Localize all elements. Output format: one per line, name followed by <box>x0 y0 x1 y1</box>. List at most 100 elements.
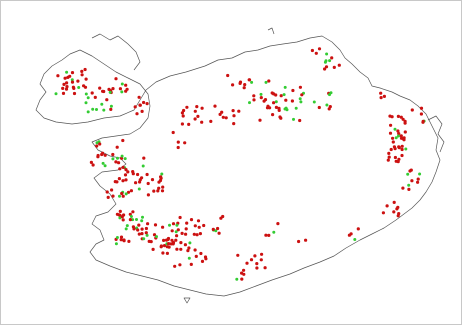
red-point <box>197 225 201 229</box>
red-point <box>386 158 390 162</box>
red-point <box>317 47 322 51</box>
red-point <box>109 107 113 111</box>
red-point <box>178 263 182 267</box>
green-point <box>95 108 98 111</box>
red-point <box>193 109 197 113</box>
red-point <box>136 172 140 177</box>
red-point <box>298 85 302 89</box>
red-point <box>151 247 155 251</box>
red-point <box>124 83 128 87</box>
green-point <box>274 100 278 104</box>
red-point <box>105 190 109 194</box>
red-point <box>137 95 141 99</box>
green-point <box>353 238 357 241</box>
red-point <box>183 243 187 247</box>
red-point <box>70 80 75 84</box>
red-point <box>72 91 77 96</box>
red-point <box>232 114 236 118</box>
red-point <box>61 91 66 95</box>
green-point <box>86 110 90 114</box>
red-point <box>132 227 136 231</box>
red-point <box>389 147 393 152</box>
red-point <box>147 239 151 243</box>
red-point <box>162 238 166 242</box>
red-point <box>126 170 130 174</box>
red-point <box>349 232 353 236</box>
red-point <box>252 94 256 98</box>
red-point <box>401 186 405 190</box>
red-point <box>291 88 295 93</box>
red-point <box>356 227 360 231</box>
red-point <box>121 194 125 198</box>
red-point <box>253 254 257 258</box>
red-point <box>259 258 263 262</box>
red-point <box>416 177 420 181</box>
red-point <box>243 83 247 87</box>
red-point <box>259 96 263 100</box>
red-point <box>61 86 65 90</box>
red-point <box>167 242 171 246</box>
red-point <box>277 108 281 112</box>
green-point <box>282 93 286 97</box>
red-point <box>263 266 267 270</box>
red-point <box>150 178 155 182</box>
red-point <box>272 101 276 105</box>
green-point <box>272 230 276 234</box>
red-point <box>290 99 294 103</box>
red-point <box>298 118 302 123</box>
red-point <box>119 235 124 239</box>
green-point <box>65 70 69 74</box>
red-point <box>392 210 396 214</box>
red-point <box>169 242 173 246</box>
red-point <box>101 89 105 93</box>
red-point <box>221 115 225 119</box>
green-point <box>77 86 81 89</box>
green-point <box>214 229 218 233</box>
red-point <box>184 227 188 231</box>
red-point <box>182 108 186 113</box>
red-point <box>185 221 189 225</box>
red-point <box>195 233 199 237</box>
red-point <box>153 223 158 227</box>
red-point <box>185 105 189 109</box>
green-point <box>155 235 158 239</box>
green-point <box>294 106 298 110</box>
coastline <box>35 35 441 297</box>
red-point <box>180 111 184 115</box>
green-point <box>118 216 122 220</box>
red-point <box>402 138 406 142</box>
green-point <box>284 106 288 110</box>
green-point <box>248 101 251 105</box>
red-point <box>138 180 142 184</box>
red-point <box>186 249 190 253</box>
green-point <box>135 218 138 221</box>
red-point <box>408 169 412 173</box>
red-point <box>171 222 176 226</box>
red-point <box>142 156 146 160</box>
red-point <box>105 98 109 102</box>
red-point <box>242 86 246 90</box>
red-point <box>381 211 385 215</box>
red-point <box>200 106 204 110</box>
red-point <box>144 231 148 235</box>
red-point <box>179 247 183 251</box>
green-point <box>129 215 133 218</box>
red-point <box>135 112 139 116</box>
red-point <box>176 228 180 232</box>
red-point <box>152 233 157 237</box>
red-point <box>83 67 87 72</box>
red-point <box>421 119 425 123</box>
red-point <box>98 86 102 90</box>
red-point <box>161 251 165 255</box>
green-point <box>174 230 178 234</box>
green-point <box>118 194 121 198</box>
red-point <box>178 215 182 220</box>
red-point <box>397 132 401 136</box>
green-point <box>91 107 95 111</box>
red-point <box>121 179 125 183</box>
red-point <box>271 113 275 117</box>
red-point <box>419 112 423 116</box>
red-point <box>242 268 246 272</box>
green-point <box>116 156 119 160</box>
